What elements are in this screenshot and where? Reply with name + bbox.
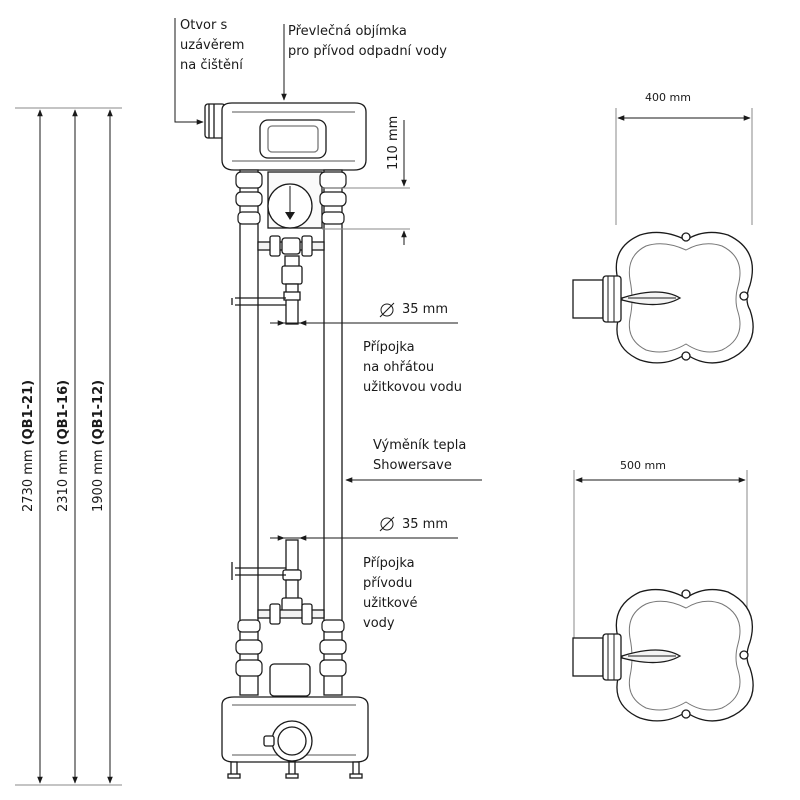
plan-view-top [572, 108, 754, 364]
label-exchanger: Výměník tepla Showersave [373, 438, 467, 473]
plan-top-pipe [572, 279, 604, 319]
diameter-symbols [379, 302, 395, 532]
label-waste-sleeve: Převlečná objímka pro přívod odpadní vod… [288, 24, 447, 59]
label-height-2730: 2730 mm (QB1-21) [21, 379, 36, 512]
label-supply-connection: Přípojka přívodu užitkové vody [363, 556, 418, 631]
label-hot-connection: Přípojka na ohřátou užitkovou vodu [363, 340, 462, 395]
label-dim-110: 110 mm [386, 115, 401, 170]
plan-bottom-pipe [572, 637, 604, 677]
label-width-400: 400 mm [645, 91, 691, 104]
plan-view-bottom [572, 470, 754, 722]
tube-right [323, 169, 343, 696]
label-width-500: 500 mm [620, 459, 666, 472]
annotation-lines [174, 18, 482, 541]
height-dimensions [15, 107, 122, 786]
label-height-1900: 1900 mm (QB1-12) [91, 379, 106, 512]
label-diameter-bottom: 35 mm [402, 517, 449, 532]
tube-left [239, 169, 259, 696]
heat-exchanger-unit [204, 102, 369, 779]
label-diameter-top: 35 mm [402, 302, 449, 317]
top-housing [221, 102, 367, 171]
label-height-2310: 2310 mm (QB1-16) [56, 379, 71, 512]
label-cleaning-port: Otvor s uzávěrem na čištění [180, 18, 245, 73]
